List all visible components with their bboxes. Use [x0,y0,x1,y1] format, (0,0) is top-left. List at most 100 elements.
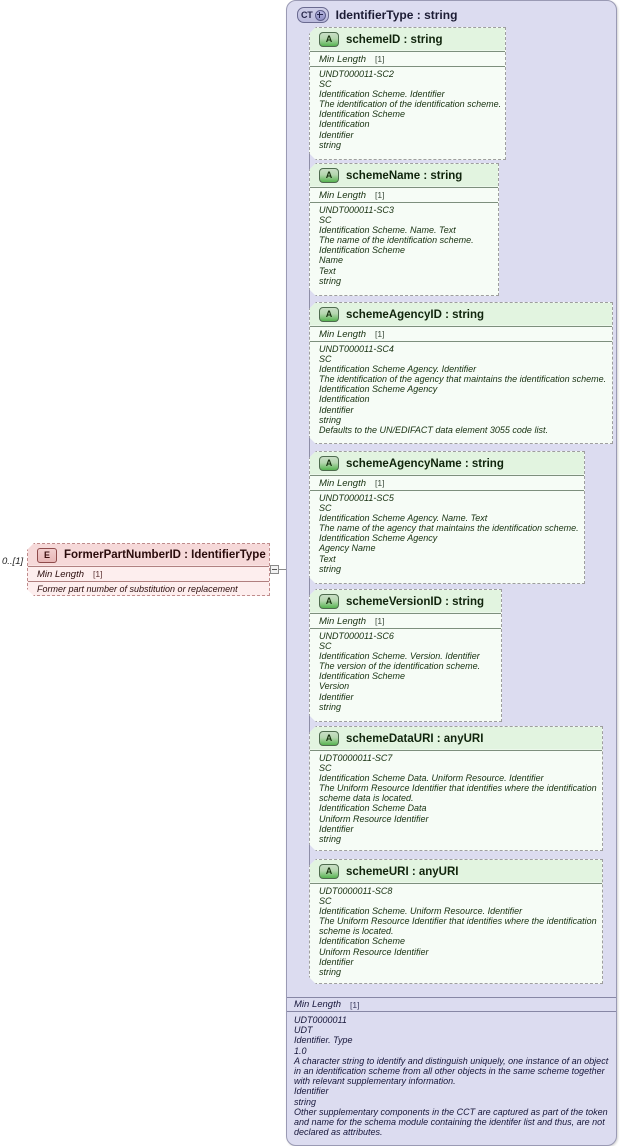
attribute-node[interactable]: A schemeURI : anyURI UDT0000011-SC8 SC I… [309,859,603,984]
doc-line: SC [319,763,332,774]
attribute-node[interactable]: A schemeName : string Min Length [1] UND… [309,163,499,296]
attribute-facet-row: Min Length [1] [310,475,584,490]
attribute-node[interactable]: A schemeAgencyID : string Min Length [1]… [309,302,613,444]
attribute-inner: A schemeDataURI : anyURI UDT0000011-SC7 … [310,727,602,850]
expand-collapse-toggle[interactable] [270,565,279,574]
doc-line: Identification Scheme Agency. Name. Text [319,513,488,524]
plus-circle-icon[interactable] [314,9,326,21]
doc-line: Identification Scheme [319,671,406,682]
element-header: E FormerPartNumberID : IdentifierType [28,544,269,566]
attribute-name: schemeURI : anyURI [346,865,459,878]
attribute-badge-icon: A [319,731,339,746]
doc-line: Identifier [319,691,354,702]
doc-line: UNDT000011-SC5 [319,493,394,503]
attribute-name: schemeName : string [346,169,463,182]
doc-line: UNDT000011-SC2 [319,69,394,79]
attribute-node[interactable]: A schemeID : string Min Length [1] UNDT0… [309,27,506,160]
doc-line: The name of the agency that maintains th… [319,523,579,534]
attribute-documentation: UDT0000011-SC8 SC Identification Scheme.… [310,883,602,980]
doc-line: string [319,701,342,712]
attribute-inner: A schemeAgencyName : string Min Length [… [310,452,584,583]
doc-line: Identifier [319,404,354,415]
doc-line: Identifier [319,956,354,967]
element-name: FormerPartNumberID : IdentifierType [64,549,266,561]
doc-line: Version [319,681,350,692]
doc-line: The identification of the agency that ma… [319,374,607,385]
doc-line: Identification Scheme. Version. Identifi… [319,651,480,662]
element-box: E FormerPartNumberID : IdentifierType Mi… [27,543,270,596]
doc-line: Identifier. Type [294,1035,353,1046]
complextype-title: IdentifierType : string [335,8,458,22]
doc-line: Identification Scheme Agency [319,533,438,544]
attribute-name: schemeAgencyID : string [346,308,485,321]
doc-line: SC [319,641,332,652]
doc-line: SC [319,354,332,365]
doc-line: string [294,1096,317,1107]
doc-line: Identification Scheme. Identifier [319,89,445,100]
attribute-facet-label: Min Length [319,477,367,489]
doc-line: Identification Scheme [319,109,406,120]
doc-line: SC [319,215,332,226]
doc-line: Identification Scheme Agency [319,384,438,395]
doc-line: A character string to identify and disti… [294,1055,609,1087]
element-facet-value: [1] [93,569,103,579]
attribute-facet-label: Min Length [319,328,367,340]
element-facet-label: Min Length [37,568,85,580]
element-badge-icon: E [37,548,57,563]
attribute-documentation: UNDT000011-SC3 SC Identification Scheme.… [310,202,498,289]
doc-line: The Uniform Resource Identifier that ide… [319,783,597,804]
doc-line: Identifier [319,129,354,140]
attribute-facet-row: Min Length [1] [310,187,498,202]
doc-line: Uniform Resource Identifier [319,946,429,957]
attribute-node[interactable]: A schemeDataURI : anyURI UDT0000011-SC7 … [309,726,603,851]
attribute-inner: A schemeName : string Min Length [1] UND… [310,164,498,295]
complextype-header: CT IdentifierType : string [297,6,457,24]
attribute-facet-value: [1] [375,478,385,488]
attribute-header: A schemeID : string [310,28,505,51]
attribute-documentation: UNDT000011-SC5 SC Identification Scheme … [310,490,584,577]
type-facet-value: [1] [350,999,360,1010]
doc-line: Uniform Resource Identifier [319,813,429,824]
attribute-inner: A schemeID : string Min Length [1] UNDT0… [310,28,505,159]
doc-line: Other supplementary components in the CC… [294,1106,608,1138]
attribute-node[interactable]: A schemeVersionID : string Min Length [1… [309,589,502,722]
attribute-header: A schemeAgencyName : string [310,452,584,475]
doc-line: Text [319,553,336,564]
attribute-documentation: UNDT000011-SC2 SC Identification Scheme.… [310,66,505,153]
type-documentation: UDT0000011 UDT Identifier. Type 1.0 A ch… [287,1013,616,1137]
doc-line: UNDT000011-SC4 [319,344,394,354]
doc-line: Text [319,265,336,276]
attribute-facet-value: [1] [375,190,385,200]
attribute-facet-row: Min Length [1] [310,613,501,628]
attribute-badge-icon: A [319,594,339,609]
complextype-badge-icon[interactable]: CT [297,7,329,23]
doc-line: Identification Scheme [319,245,406,256]
doc-line: string [319,275,342,286]
element-cardinality: 0..[1] [2,556,24,567]
doc-line: UNDT000011-SC6 [319,631,394,641]
doc-line: The name of the identification scheme. [319,235,474,246]
attribute-node[interactable]: A schemeAgencyName : string Min Length [… [309,451,585,584]
attribute-documentation: UDT0000011-SC7 SC Identification Scheme … [310,750,602,847]
attribute-facet-label: Min Length [319,53,367,65]
doc-line: Identification Scheme Data [319,803,427,814]
element-node[interactable]: E FormerPartNumberID : IdentifierType Mi… [27,543,270,596]
doc-line: UDT0000011-SC8 [319,886,393,896]
attribute-header: A schemeName : string [310,164,498,187]
doc-line: Agency Name [319,543,376,554]
doc-line: Identification Scheme Data. Uniform Reso… [319,773,544,784]
doc-line: Identification [319,119,370,130]
complextype-badge-label: CT [301,10,313,20]
doc-line: string [319,833,342,844]
attribute-badge-icon: A [319,456,339,471]
attribute-header: A schemeDataURI : anyURI [310,727,602,750]
attribute-badge-icon: A [319,32,339,47]
attribute-badge-icon: A [319,307,339,322]
doc-line: The identification of the identification… [319,99,502,110]
attribute-facet-value: [1] [375,616,385,626]
attribute-badge-icon: A [319,864,339,879]
doc-line: UDT0000011-SC7 [319,753,393,763]
doc-line: string [319,966,342,977]
doc-line: Name [319,255,344,266]
attribute-header: A schemeAgencyID : string [310,303,612,326]
